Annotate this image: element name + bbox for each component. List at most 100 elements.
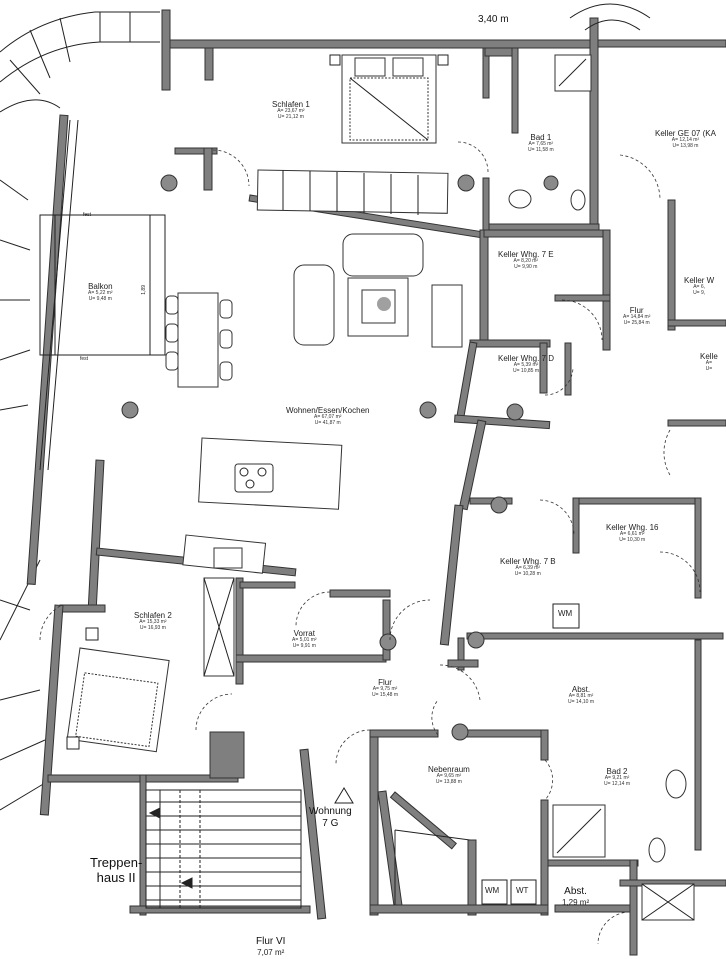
room-perimeter: U= 9,48 m bbox=[88, 295, 112, 302]
room-area: A= 15,33 m² bbox=[139, 619, 167, 626]
room-area: A= bbox=[705, 360, 713, 367]
room-perimeter: U= bbox=[705, 365, 713, 372]
room-flur-keller: Flur A= 14,84 m² U= 25,84 m bbox=[623, 306, 650, 327]
room-bad2: Bad 2 A= 9,21 m² U= 12,14 m bbox=[604, 767, 630, 788]
walls bbox=[26, 9, 726, 956]
room-perimeter: U= 13,98 m bbox=[672, 142, 699, 149]
room-name: Keller GE 07 (KA bbox=[655, 129, 716, 138]
entrance-triangle bbox=[334, 787, 354, 804]
wohnung-number: 7 G bbox=[322, 817, 339, 829]
bath2-fixtures bbox=[552, 769, 695, 921]
room-perimeter: U= 21,12 m bbox=[277, 113, 304, 120]
room-perimeter: U= 12,14 m bbox=[604, 780, 630, 787]
room-area: A= 23,67 m² bbox=[277, 108, 305, 115]
room-keller-7d: Keller Whg. 7 D A= 5,39 m² U= 10,85 m bbox=[498, 354, 554, 375]
balcony-frame bbox=[39, 119, 166, 471]
room-area: A= 5,22 m² bbox=[88, 290, 113, 297]
room-area: A= 14,84 m² bbox=[623, 314, 651, 321]
flur-vi-name: Flur VI bbox=[256, 936, 286, 947]
room-flur: Flur A= 9,75 m² U= 15,48 m bbox=[372, 678, 398, 699]
columns bbox=[121, 174, 559, 741]
balkon-dimension: 1,89 bbox=[140, 285, 147, 295]
spiral-staircase bbox=[0, 11, 160, 811]
room-keller-7b: Keller Whg. 7 B A= 6,39 m² U= 10,28 m bbox=[500, 557, 556, 578]
kitchen-island bbox=[182, 437, 343, 574]
wm-box-label-2: WM bbox=[485, 886, 500, 895]
room-name: Schlafen 1 bbox=[272, 100, 310, 109]
abst-small-area: 1,29 m² bbox=[562, 897, 590, 907]
room-name: Keller Whg. 7 B bbox=[500, 557, 556, 566]
room-keller-w1: Keller W A= 6, U= 9, bbox=[684, 276, 714, 297]
room-perimeter: U= 41,87 m bbox=[314, 419, 341, 426]
room-name: Flur bbox=[378, 678, 392, 687]
room-area: A= 12,14 m² bbox=[671, 137, 700, 144]
room-keller-w2: Kelle A= U= bbox=[700, 352, 718, 373]
room-wohnen: Wohnen/Essen/Kochen A= 67,07 m² U= 41,87… bbox=[286, 406, 369, 427]
room-area: A= 6,61 m² bbox=[619, 531, 645, 538]
room-name: Bad 1 bbox=[530, 133, 552, 142]
room-perimeter: U= 16,93 m bbox=[139, 624, 166, 631]
flur-vi-area: 7,07 m² bbox=[257, 947, 285, 957]
room-keller-ge07: Keller GE 07 (KA A= 12,14 m² U= 13,98 m bbox=[655, 129, 716, 150]
room-name: Nebenraum bbox=[428, 765, 470, 774]
room-perimeter: U= 14,10 m bbox=[568, 698, 594, 705]
room-area: A= 7,65 m² bbox=[528, 141, 554, 148]
top-dimension: 3,40 m bbox=[478, 14, 509, 25]
treppenhaus-label: Treppen- haus II bbox=[90, 855, 143, 886]
room-bad1: Bad 1 A= 7,65 m² U= 11,58 m bbox=[528, 133, 554, 154]
dining-table bbox=[165, 292, 233, 388]
stairs bbox=[145, 789, 302, 909]
fest-label-top: fest bbox=[83, 212, 92, 218]
wm-box-label-1: WM bbox=[558, 609, 573, 618]
room-keller-16: Keller Whg. 16 A= 6,61 m² U= 10,30 m bbox=[606, 523, 658, 544]
bath1-fixtures bbox=[508, 54, 592, 211]
room-name: Wohnen/Essen/Kochen bbox=[286, 406, 370, 415]
nebenraum-diagonal bbox=[394, 829, 471, 905]
room-name: Flur bbox=[629, 306, 644, 315]
room-perimeter: U= 10,30 m bbox=[619, 536, 646, 543]
storage-shelf bbox=[203, 577, 235, 677]
room-balkon: Balkon A= 5,22 m² U= 9,48 m bbox=[88, 282, 113, 303]
room-perimeter: U= 13,88 m bbox=[435, 778, 462, 785]
room-nebenraum: Nebenraum A= 9,65 m² U= 13,88 m bbox=[428, 765, 470, 786]
top-right-round bbox=[569, 3, 651, 31]
room-vorrat: Vorrat A= 5,01 m² U= 9,91 m bbox=[292, 629, 317, 650]
room-perimeter: U= 9,90 m bbox=[514, 263, 538, 270]
wt-box-label: WT bbox=[516, 886, 529, 895]
room-perimeter: U= 25,84 m bbox=[623, 319, 650, 326]
room-area: A= 9,21 m² bbox=[604, 775, 630, 782]
room-perimeter: U= 11,58 m bbox=[528, 146, 554, 153]
room-schlafen1: Schlafen 1 A= 23,67 m² U= 21,12 m bbox=[272, 100, 310, 121]
room-perimeter: U= 9, bbox=[693, 289, 706, 296]
room-area: A= 9,75 m² bbox=[372, 686, 398, 693]
room-name: Balkon bbox=[88, 282, 113, 291]
room-area: A= 9,65 m² bbox=[436, 773, 462, 780]
room-keller-7e: Keller Whg. 7 E A= 8,20 m² U= 9,90 m bbox=[498, 250, 554, 271]
room-area: A= 67,07 m² bbox=[314, 414, 342, 421]
room-name: Abst. bbox=[571, 685, 591, 694]
bed-2 bbox=[66, 627, 170, 753]
room-name: Keller Whg. 16 bbox=[606, 523, 659, 532]
room-abst: Abst. A= 8,81 m² U= 14,10 m bbox=[568, 685, 594, 706]
room-area: A= 5,01 m² bbox=[292, 637, 317, 644]
abst-small-name: Abst. bbox=[564, 886, 587, 897]
room-name: Bad 2 bbox=[606, 767, 628, 776]
room-perimeter: U= 10,28 m bbox=[514, 570, 541, 577]
treppenhaus-line1: Treppen- bbox=[90, 855, 143, 870]
room-area: A= 8,81 m² bbox=[568, 693, 594, 700]
room-name: Keller W bbox=[684, 276, 715, 285]
door-swings bbox=[39, 141, 701, 945]
room-area: A= 8,20 m² bbox=[513, 258, 539, 265]
appliance-boxes bbox=[481, 603, 580, 905]
bed-1 bbox=[329, 54, 449, 144]
room-perimeter: U= 9,91 m bbox=[292, 642, 316, 649]
room-area: A= 6,39 m² bbox=[515, 565, 541, 572]
room-perimeter: U= 10,85 m bbox=[513, 367, 540, 374]
room-name: Keller Whg. 7 D bbox=[498, 354, 555, 363]
room-schlafen2: Schlafen 2 A= 15,33 m² U= 16,93 m bbox=[134, 611, 172, 632]
room-area: A= 5,39 m² bbox=[513, 362, 539, 369]
sofa-group bbox=[256, 169, 463, 348]
fest-label-bottom: fest bbox=[80, 356, 89, 362]
room-name: Keller Whg. 7 E bbox=[498, 250, 554, 259]
